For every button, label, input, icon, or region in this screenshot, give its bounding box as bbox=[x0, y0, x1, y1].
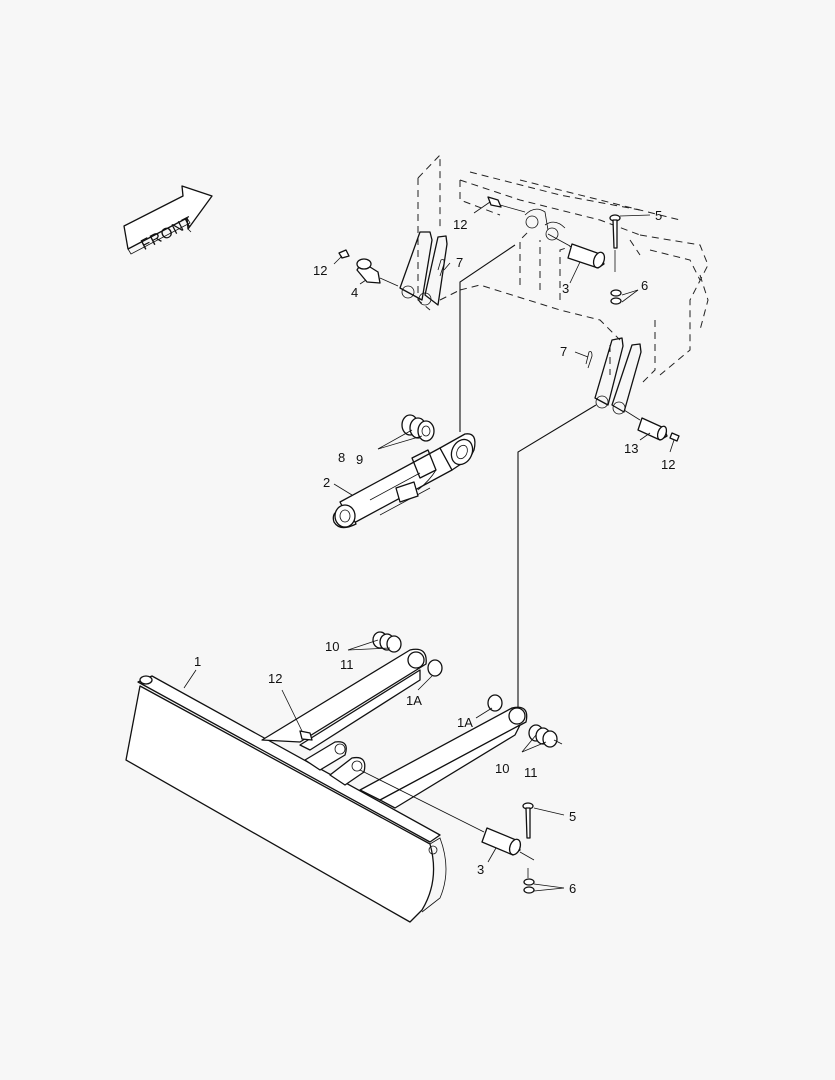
callout-2: 2 bbox=[323, 475, 330, 490]
cotter-pin-7-top bbox=[437, 259, 445, 277]
push-arm-left bbox=[261, 648, 427, 751]
callout-1A-right: 1A bbox=[457, 715, 473, 730]
callout-5-top: 5 bbox=[655, 208, 662, 223]
callout-8: 8 bbox=[338, 450, 345, 465]
callout-10-bottom: 10 bbox=[495, 761, 509, 776]
bushing-1A-right bbox=[487, 694, 503, 712]
callout-4: 4 bbox=[351, 285, 358, 300]
callout-1A-left: 1A bbox=[406, 693, 422, 708]
callout-5-bottom: 5 bbox=[569, 809, 576, 824]
pin-13 bbox=[623, 409, 668, 441]
callout-6-bottom: 6 bbox=[569, 881, 576, 896]
front-direction-arrow: FRONT bbox=[123, 185, 213, 255]
pin-4 bbox=[356, 258, 399, 287]
hydraulic-connection-lines bbox=[459, 244, 597, 712]
callout-7-mid: 7 bbox=[560, 344, 567, 359]
grease-fitting-12-blade bbox=[299, 730, 313, 741]
callout-12-left: 12 bbox=[313, 263, 327, 278]
callout-6-top: 6 bbox=[641, 278, 648, 293]
bushing-1A-left bbox=[427, 659, 443, 677]
nut-washer-6-bottom bbox=[523, 868, 535, 894]
pin-3-top bbox=[547, 233, 606, 269]
callout-10-top: 10 bbox=[325, 639, 339, 654]
callout-1: 1 bbox=[194, 654, 201, 669]
callout-11-top: 11 bbox=[340, 657, 354, 672]
push-arm-right bbox=[359, 706, 528, 809]
leader-lines bbox=[183, 201, 675, 892]
callout-9: 9 bbox=[356, 452, 363, 467]
grease-fitting-12-left bbox=[338, 249, 350, 259]
bushing-10-11-bottom bbox=[528, 724, 563, 748]
callout-11-bottom: 11 bbox=[524, 765, 538, 780]
callout-labels: 5 12 12 7 4 3 6 7 13 12 8 9 2 10 11 1 12… bbox=[194, 208, 675, 896]
callout-3-bottom: 3 bbox=[477, 862, 484, 877]
cotter-pin-7-mid bbox=[585, 351, 593, 369]
machine-frame-outline bbox=[399, 153, 709, 415]
callout-12-top: 12 bbox=[453, 217, 467, 232]
callout-12-blade: 12 bbox=[268, 671, 282, 686]
dozer-blade-1 bbox=[125, 675, 447, 923]
grease-fitting-12-right bbox=[669, 432, 680, 442]
bushing-10-11-top bbox=[372, 631, 402, 653]
hydraulic-cylinder-2 bbox=[332, 433, 476, 529]
callout-7-top: 7 bbox=[456, 255, 463, 270]
callout-12-right: 12 bbox=[661, 457, 675, 472]
bolt-5-bottom bbox=[522, 802, 534, 839]
blade-center-brackets bbox=[304, 741, 366, 786]
callout-13: 13 bbox=[624, 441, 638, 456]
pin-3-bottom bbox=[359, 769, 535, 861]
callout-3-top: 3 bbox=[562, 281, 569, 296]
grease-fitting-12-top bbox=[487, 196, 526, 213]
nut-washer-6-top bbox=[610, 289, 622, 305]
bolt-5-top bbox=[609, 214, 621, 272]
